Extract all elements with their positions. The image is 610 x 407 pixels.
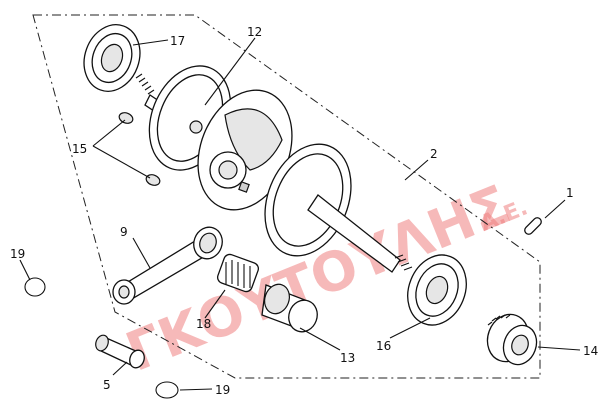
label-17: 17 <box>170 34 185 48</box>
part-17-bearing[interactable] <box>75 17 149 99</box>
label-5: 5 <box>103 378 111 392</box>
assembly-boundary <box>32 14 541 379</box>
part-1-pin[interactable] <box>523 216 543 236</box>
part-16-bearing[interactable] <box>398 246 477 334</box>
label-13: 13 <box>340 351 355 365</box>
crank-web-middle[interactable] <box>181 76 309 224</box>
label-19-bottom: 19 <box>215 383 230 397</box>
part-14-gear[interactable] <box>481 309 542 370</box>
label-9: 9 <box>120 225 128 239</box>
part-18-needle-bearing[interactable] <box>216 253 260 294</box>
label-14: 14 <box>583 344 598 358</box>
part-13-crank-pin[interactable] <box>261 281 322 336</box>
part-5-piston-pin[interactable] <box>94 333 147 369</box>
label-18: 18 <box>196 317 211 331</box>
label-19-top: 19 <box>10 247 25 261</box>
part-19-circlip-a[interactable] <box>24 277 46 297</box>
label-15: 15 <box>72 142 87 156</box>
label-1: 1 <box>566 186 574 200</box>
part-19-circlip-b[interactable] <box>155 381 179 399</box>
label-16: 16 <box>376 339 391 353</box>
part-labels: 17 12 15 2 1 9 19 18 13 16 14 5 19 <box>10 25 598 397</box>
label-12: 12 <box>247 25 262 39</box>
part-2-crankshaft-half[interactable] <box>249 131 413 273</box>
part-9-connecting-rod[interactable] <box>112 223 227 305</box>
label-2: 2 <box>430 147 438 161</box>
leader-lines <box>19 37 581 391</box>
